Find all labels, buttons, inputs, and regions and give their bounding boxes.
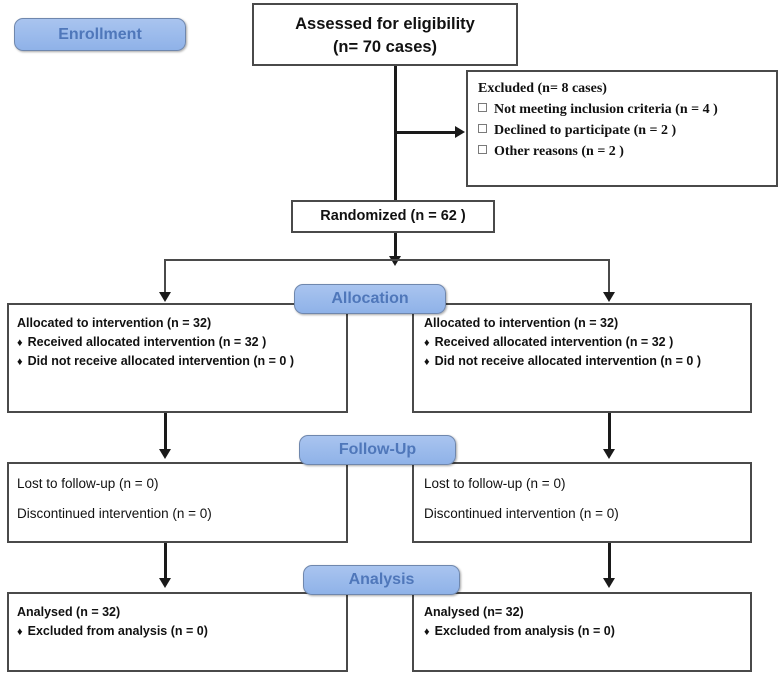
followup-right-box: Lost to follow-up (n = 0) Discontinued i…	[412, 462, 752, 543]
allocation-right-item-row: ♦ Did not receive allocated intervention…	[424, 352, 742, 371]
analysis-right-box: Analysed (n= 32) ♦ Excluded from analysi…	[412, 592, 752, 672]
analysis-left-heading: Analysed (n = 32)	[17, 605, 121, 619]
diamond-bullet-icon: ♦	[17, 336, 23, 349]
stage-pill-followup: Follow-Up	[299, 435, 456, 465]
allocation-right-heading: Allocated to intervention (n = 32)	[424, 316, 619, 330]
checkbox-square-icon	[478, 103, 487, 112]
arrow-followup-left-icon	[159, 449, 171, 459]
connector-assessed-to-excluded	[394, 131, 456, 134]
arrow-allocation-left-icon	[159, 292, 171, 302]
diamond-bullet-icon: ♦	[424, 336, 430, 349]
connector-followup-left-to-analysis	[164, 543, 167, 580]
allocation-right-item-row: ♦ Received allocated intervention (n = 3…	[424, 333, 742, 352]
stage-pill-analysis: Analysis	[303, 565, 460, 595]
arrow-analysis-right-icon	[603, 578, 615, 588]
arrow-randomized-down-icon	[389, 256, 401, 266]
arrow-analysis-left-icon	[159, 578, 171, 588]
followup-left-line-1: Lost to follow-up (n = 0)	[17, 476, 159, 491]
followup-left-line-2: Discontinued intervention (n = 0)	[17, 506, 212, 522]
randomized-box: Randomized (n = 62 )	[291, 200, 495, 233]
excluded-reason-2: Declined to participate (n = 2 )	[494, 123, 677, 138]
diamond-bullet-icon: ♦	[17, 355, 23, 368]
stage-pill-allocation: Allocation	[294, 284, 446, 314]
followup-right-line-1: Lost to follow-up (n = 0)	[424, 476, 566, 491]
diamond-bullet-icon: ♦	[424, 355, 430, 368]
excluded-reason-row: Declined to participate (n = 2 )	[478, 120, 768, 141]
connector-randomized-down	[394, 233, 397, 261]
arrow-followup-right-icon	[603, 449, 615, 459]
followup-left-box: Lost to follow-up (n = 0) Discontinued i…	[7, 462, 348, 543]
analysis-right-item-1: Excluded from analysis (n = 0)	[434, 623, 615, 638]
diamond-bullet-icon: ♦	[17, 625, 23, 638]
stage-pill-followup-label: Follow-Up	[338, 441, 417, 458]
allocation-right-item-2: Did not receive allocated intervention (…	[434, 353, 702, 368]
followup-right-line-2: Discontinued intervention (n = 0)	[424, 506, 619, 522]
excluded-reason-1: Not meeting inclusion criteria (n = 4 )	[494, 102, 718, 117]
connector-alloc-left-to-followup	[164, 413, 167, 453]
arrow-to-excluded-icon	[455, 126, 465, 138]
connector-split-left-down	[164, 259, 166, 295]
allocation-left-heading: Allocated to intervention (n = 32)	[17, 316, 212, 330]
analysis-left-item-row: ♦ Excluded from analysis (n = 0)	[17, 622, 338, 641]
stage-pill-analysis-label: Analysis	[348, 571, 415, 588]
checkbox-square-icon	[478, 145, 487, 154]
excluded-reason-row: Other reasons (n = 2 )	[478, 141, 768, 162]
stage-pill-enrollment: Enrollment	[14, 18, 186, 51]
excluded-heading: Excluded (n= 8 cases)	[478, 81, 607, 96]
connector-split-horizontal	[164, 259, 610, 261]
checkbox-square-icon	[478, 124, 487, 133]
excluded-box: Excluded (n= 8 cases) Not meeting inclus…	[466, 70, 778, 187]
analysis-right-item-row: ♦ Excluded from analysis (n = 0)	[424, 622, 742, 641]
arrow-allocation-right-icon	[603, 292, 615, 302]
allocation-right-item-1: Received allocated intervention (n = 32 …	[434, 334, 674, 349]
analysis-right-heading: Analysed (n= 32)	[424, 605, 524, 619]
analysis-left-box: Analysed (n = 32) ♦ Excluded from analys…	[7, 592, 348, 672]
analysis-left-item-1: Excluded from analysis (n = 0)	[27, 623, 208, 638]
connector-alloc-right-to-followup	[608, 413, 611, 453]
connector-followup-right-to-analysis	[608, 543, 611, 580]
allocation-right-box: Allocated to intervention (n = 32) ♦ Rec…	[412, 303, 752, 413]
assessed-for-eligibility-box: Assessed for eligibility (n= 70 cases)	[252, 3, 518, 66]
allocation-left-item-row: ♦ Received allocated intervention (n = 3…	[17, 333, 338, 352]
randomized-label: Randomized (n = 62 )	[320, 207, 466, 224]
diamond-bullet-icon: ♦	[424, 625, 430, 638]
excluded-reason-row: Not meeting inclusion criteria (n = 4 )	[478, 99, 768, 120]
allocation-left-box: Allocated to intervention (n = 32) ♦ Rec…	[7, 303, 348, 413]
allocation-left-item-2: Did not receive allocated intervention (…	[27, 353, 295, 368]
connector-split-right-down	[608, 259, 610, 295]
assessed-line-2: (n= 70 cases)	[332, 37, 438, 56]
assessed-line-1: Assessed for eligibility	[295, 15, 475, 34]
excluded-reason-3: Other reasons (n = 2 )	[494, 144, 624, 159]
allocation-left-item-row: ♦ Did not receive allocated intervention…	[17, 352, 338, 371]
allocation-left-item-1: Received allocated intervention (n = 32 …	[27, 334, 267, 349]
stage-pill-allocation-label: Allocation	[331, 290, 409, 307]
stage-pill-enrollment-label: Enrollment	[58, 25, 142, 43]
